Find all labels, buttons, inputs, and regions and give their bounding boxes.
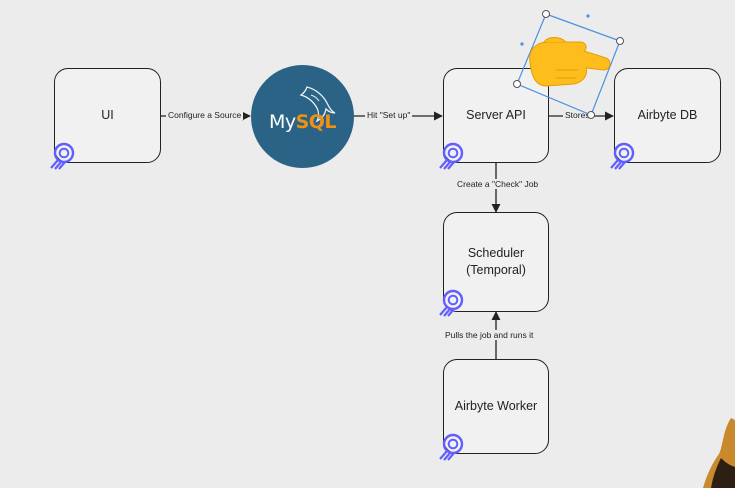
mysql-wordmark-sql: SQL [295,111,337,133]
selection-handle-top[interactable] [542,10,550,18]
selection-handle-left[interactable] [513,80,521,88]
edge-label-hit-set-up: Hit "Set up" [365,110,413,120]
node-server-api-label: Server API [466,108,526,123]
edge-label-configure-source: Configure a Source [166,110,244,120]
airbyte-logo-icon [439,142,464,170]
airbyte-logo-icon [50,142,75,170]
node-airbyte-db-label: Airbyte DB [637,108,698,123]
presenter-avatar [703,418,735,488]
node-ui-label: UI [101,108,114,123]
node-mysql-logo[interactable]: MySQL [251,65,354,168]
airbyte-logo-icon [610,142,635,170]
airbyte-logo-icon [439,289,464,317]
mysql-dolphin-icon [299,86,336,123]
mysql-wordmark: MySQL [251,111,354,133]
airbyte-logo-icon [439,433,464,461]
edge-label-create-check-job: Create a "Check" Job [455,179,541,189]
node-scheduler-label: Scheduler (Temporal) [466,246,526,277]
node-scheduler[interactable]: Scheduler (Temporal) [443,212,549,312]
diagram-canvas: Configure a Source Hit "Set up" Stores C… [50,10,735,488]
selection-handle-bottom[interactable] [587,111,595,119]
edge-label-pulls-job: Pulls the job and runs it [443,330,536,340]
selection-handle-right[interactable] [616,37,624,45]
node-airbyte-worker-label: Airbyte Worker [454,399,538,414]
mysql-wordmark-my: My [268,111,296,133]
